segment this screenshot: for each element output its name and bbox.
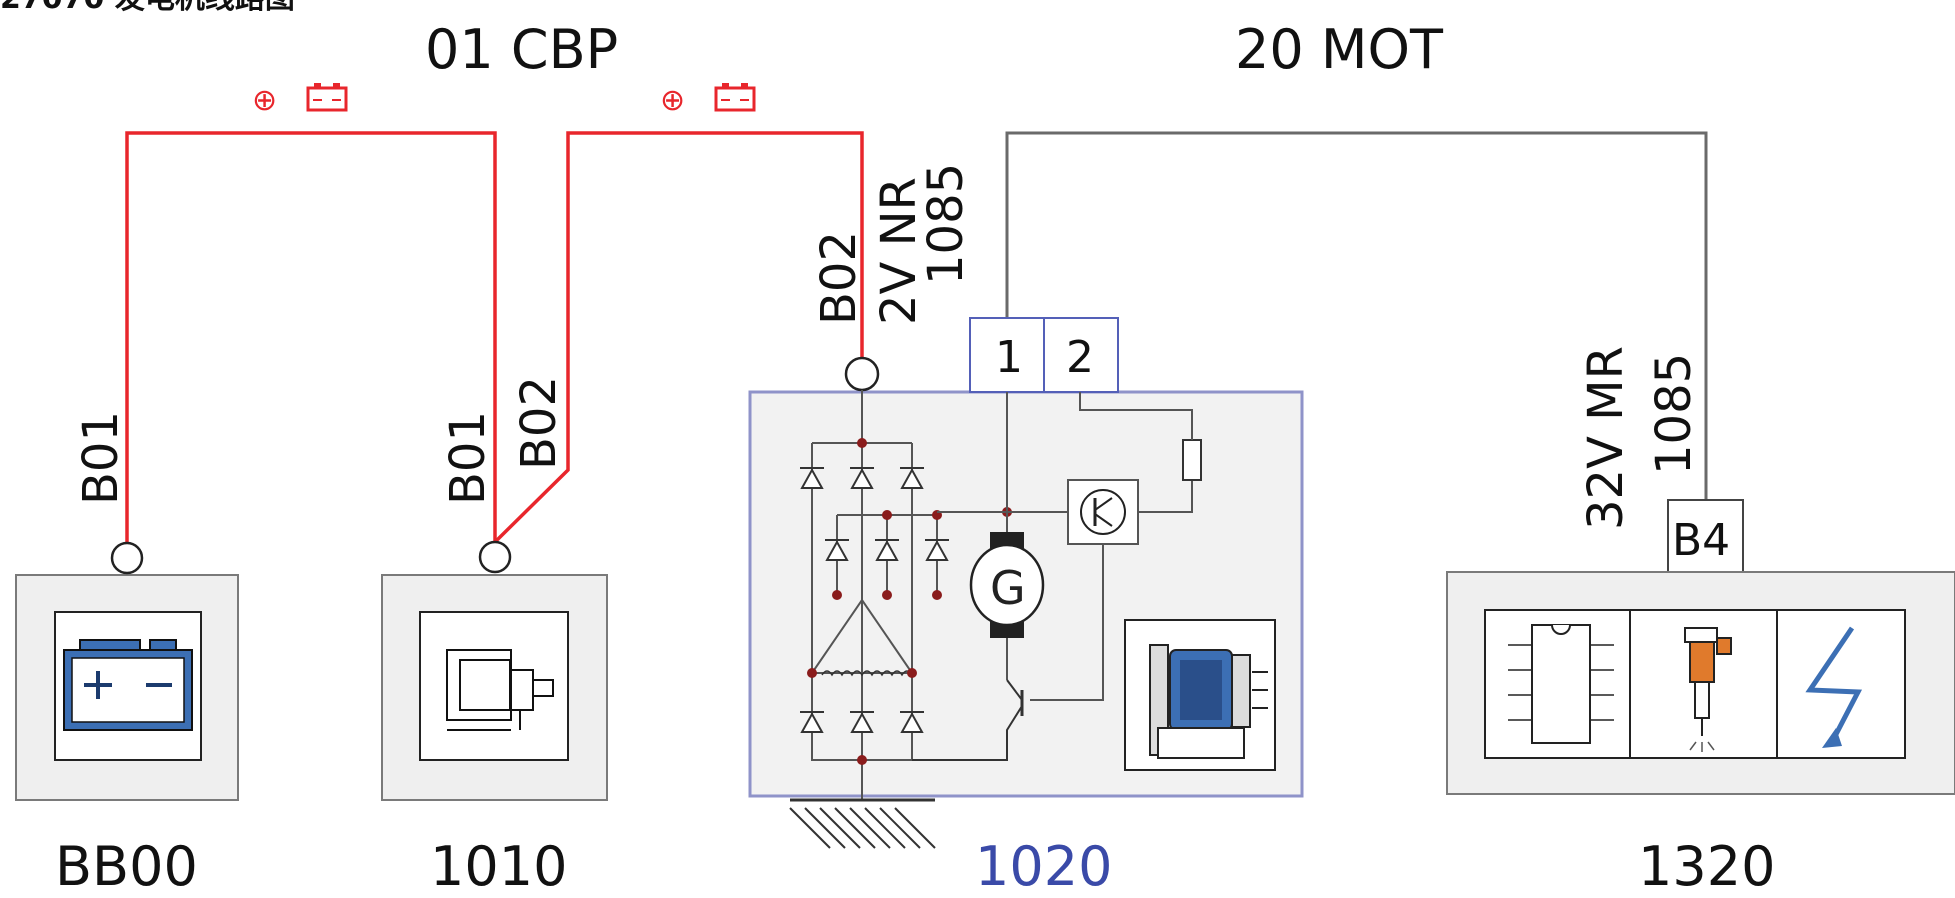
regulator-transistor — [1067, 479, 1139, 545]
ground-symbol — [789, 798, 936, 849]
wire-type-left: 2V NR — [871, 177, 927, 325]
wire-label-b02-1020: B02 — [811, 231, 867, 325]
connector-label-b4: B4 — [1672, 515, 1730, 566]
output-transistor — [912, 679, 1024, 761]
ecu-chip-icon — [1508, 624, 1614, 744]
connector-b4[interactable] — [1667, 499, 1744, 573]
plus-icon: ⊕ — [252, 83, 277, 118]
section-label-cbp: 01 CBP — [425, 18, 618, 81]
alternator-icon — [1124, 619, 1276, 771]
injector-icon — [1684, 627, 1732, 752]
pin-label-1: 1 — [995, 332, 1023, 383]
terminal-b01-bb00[interactable] — [110, 541, 144, 575]
wire-number-left: 1085 — [918, 163, 974, 285]
component-bb00[interactable] — [15, 541, 239, 801]
component-1020[interactable]: 1 2 — [748, 317, 1304, 849]
regulator-resistor — [1182, 439, 1202, 481]
wire-positive-1010-1020 — [493, 131, 864, 544]
component-code-1320: 1320 — [1638, 835, 1775, 898]
wire-positive-bb00-1010 — [125, 131, 497, 545]
component-code-1010: 1010 — [430, 835, 567, 898]
generator-symbol: G — [969, 532, 1045, 638]
component-code-1020: 1020 — [975, 835, 1112, 898]
ignition-spark-icon — [1805, 626, 1863, 748]
terminal-b01-1010[interactable] — [478, 540, 512, 574]
terminal-b02-1020[interactable] — [844, 356, 880, 392]
wire-1085 — [1005, 131, 1708, 500]
wire-label-b01-1010: B01 — [440, 411, 496, 505]
battery-small-icon — [714, 83, 756, 112]
wire-label-b01-bb00: B01 — [73, 411, 129, 505]
component-1010[interactable] — [381, 540, 608, 801]
component-code-bb00: BB00 — [55, 835, 198, 898]
diagram-title: 27070 发电机线路图 — [0, 0, 295, 16]
rectifier-diodes — [800, 467, 949, 733]
wire-type-right: 32V MR — [1578, 346, 1634, 530]
positive-marker-left: ⊕ — [252, 83, 348, 118]
pin-label-2: 2 — [1066, 332, 1094, 383]
positive-marker-right: ⊕ — [660, 83, 756, 118]
battery-icon — [63, 639, 193, 731]
stator-winding — [811, 595, 914, 677]
wire-label-b02-1010: B02 — [511, 376, 567, 470]
wire-number-right: 1085 — [1646, 353, 1702, 475]
starter-motor-icon — [446, 649, 554, 731]
section-label-mot: 20 MOT — [1235, 18, 1444, 81]
battery-small-icon — [306, 83, 348, 112]
generator-letter: G — [990, 561, 1026, 615]
plus-icon: ⊕ — [660, 83, 685, 118]
component-1320[interactable]: B4 — [1446, 499, 1955, 795]
connector-pin-1[interactable] — [969, 317, 1045, 393]
